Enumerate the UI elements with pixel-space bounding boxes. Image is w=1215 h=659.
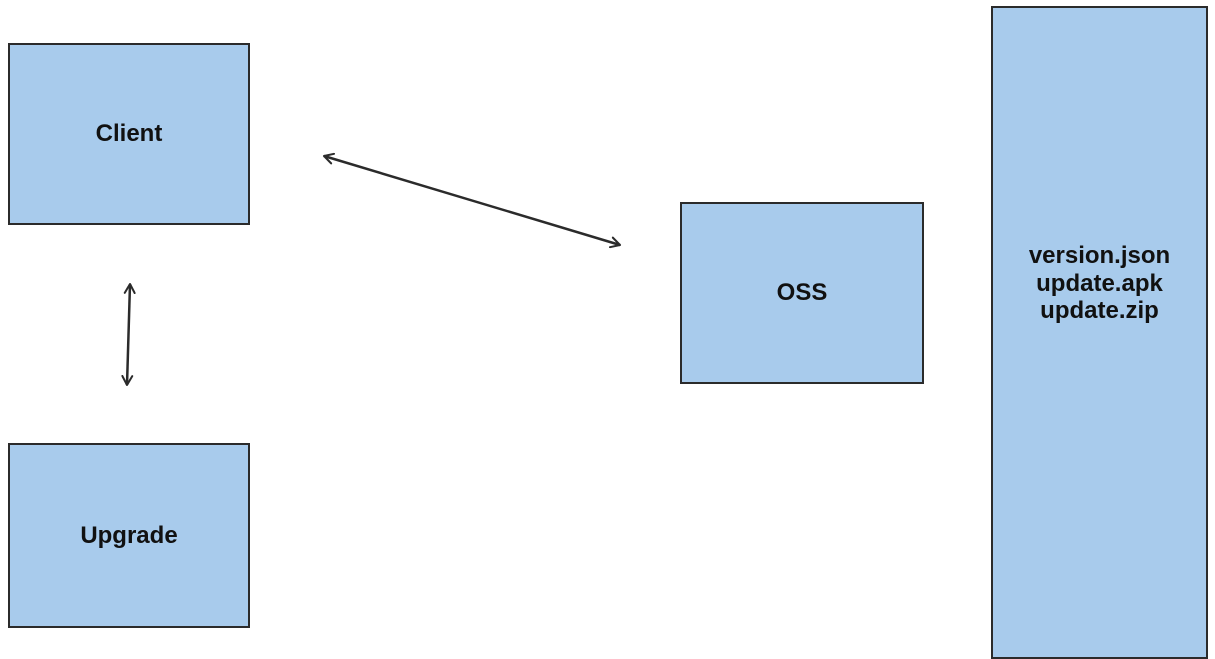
file-list: version.json update.apk update.zip — [1029, 242, 1170, 325]
upgrade-node: Upgrade — [8, 443, 250, 628]
oss-label: OSS — [776, 279, 828, 307]
client-node: Client — [8, 43, 250, 225]
oss-node: OSS — [680, 202, 924, 384]
edge-client-oss — [323, 152, 621, 249]
file-update-zip: update.zip — [1040, 297, 1159, 325]
edge-layer — [121, 152, 621, 386]
upgrade-label: Upgrade — [80, 521, 178, 549]
file-version-json: version.json — [1028, 242, 1171, 270]
file-update-apk: update.apk — [1036, 269, 1163, 297]
storage-node: version.json update.apk update.zip — [991, 6, 1208, 659]
edge-client-upgrade — [121, 283, 136, 386]
client-label: Client — [95, 120, 163, 148]
